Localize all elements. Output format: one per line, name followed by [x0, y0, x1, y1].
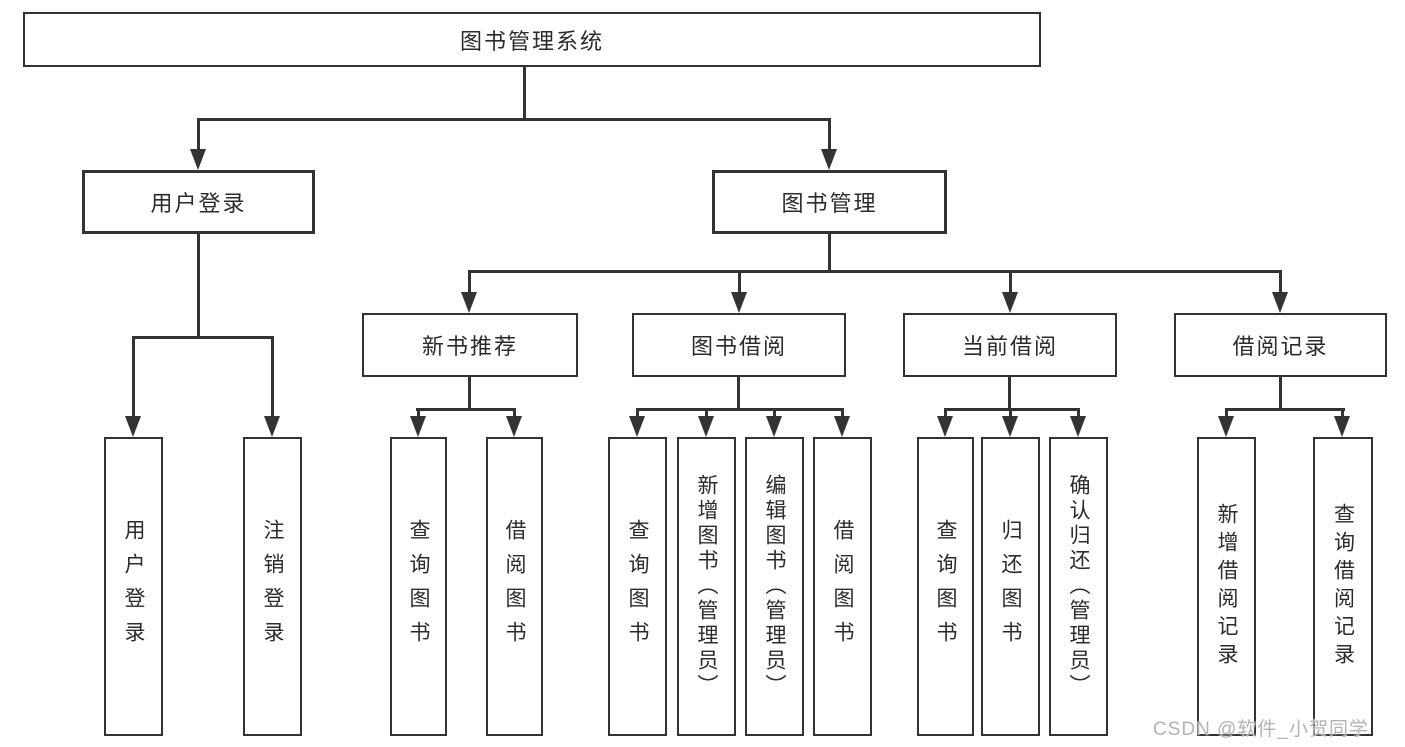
leaf-g4-query-borrow-record-label: 查询借阅记录 — [1331, 502, 1355, 671]
leaf-g1-query-book: 查询图书 — [390, 437, 447, 736]
arrowhead-down — [821, 149, 837, 170]
node-book-borrow-label: 图书借阅 — [690, 334, 787, 359]
arrowhead-down — [766, 416, 782, 437]
connector-g4-hline — [1225, 408, 1345, 411]
leaf-g2-edit-book-admin: 编辑图书（管理员） — [745, 437, 804, 736]
arrowhead-down — [1002, 416, 1018, 437]
connector-user-leaf1-shaft — [132, 336, 135, 416]
leaf-user-login: 用户登录 — [104, 437, 163, 736]
arrowhead-down — [410, 416, 426, 437]
connector-g1-leaf2-shaft — [513, 408, 516, 417]
connector-user-vline — [197, 234, 200, 336]
connector-g4-leaf2-shaft — [1341, 408, 1344, 417]
node-book-management-branch: 图书管理 — [712, 170, 947, 234]
connector-g2-leaf1-shaft — [636, 408, 639, 417]
connector-root-right-shaft — [828, 118, 831, 150]
connector-g2-leaf3-shaft — [773, 408, 776, 417]
connector-g1-vline — [468, 377, 471, 410]
connector-g2-leaf4-shaft — [841, 408, 844, 417]
leaf-g1-borrow-book: 借阅图书 — [486, 437, 543, 736]
connector-group2-shaft — [738, 270, 741, 293]
connector-g3-leaf1-shaft — [944, 408, 947, 417]
connector-g3-leaf3-shaft — [1077, 408, 1080, 417]
node-borrow-record-label: 借阅记录 — [1232, 334, 1329, 359]
node-current-borrow-label: 当前借阅 — [961, 334, 1058, 359]
leaf-g3-query-book-label: 查询图书 — [934, 518, 957, 655]
connector-user-leaf2-shaft — [271, 336, 274, 416]
node-book-borrow: 图书借阅 — [632, 313, 846, 377]
connector-g2-hline — [636, 408, 844, 411]
arrowhead-down — [731, 292, 747, 313]
connector-root-vline — [523, 67, 526, 118]
arrowhead-down — [834, 416, 850, 437]
leaf-user-login-label: 用户登录 — [122, 518, 145, 655]
arrowhead-down — [698, 416, 714, 437]
leaf-g3-confirm-return-admin: 确认归还（管理员） — [1049, 437, 1108, 736]
arrowhead-down — [1272, 292, 1288, 313]
arrowhead-down — [1002, 292, 1018, 313]
leaf-g1-query-book-label: 查询图书 — [407, 518, 430, 655]
connector-root-hline — [197, 118, 831, 121]
connector-g3-leaf2-shaft — [1009, 408, 1012, 417]
leaf-logout-label: 注销登录 — [261, 518, 284, 655]
connector-book-vline — [828, 234, 831, 272]
csdn-watermark: CSDN @软件_小贺同学 — [1153, 719, 1369, 740]
leaf-g2-borrow-book-label: 借阅图书 — [831, 518, 854, 655]
connector-g2-vline — [737, 377, 740, 410]
arrowhead-down — [1070, 416, 1086, 437]
leaf-g2-edit-book-admin-label: 编辑图书（管理员） — [763, 474, 786, 699]
node-new-book-recommend-label: 新书推荐 — [421, 334, 518, 359]
connector-g3-hline — [944, 408, 1080, 411]
connector-g2-leaf2-shaft — [705, 408, 708, 417]
leaf-g4-add-borrow-record: 新增借阅记录 — [1197, 437, 1256, 736]
connector-user-hline — [132, 336, 274, 339]
arrowhead-down — [937, 416, 953, 437]
arrowhead-down — [1218, 416, 1234, 437]
arrowhead-down — [125, 416, 141, 437]
leaf-g2-query-book: 查询图书 — [608, 437, 667, 736]
node-user-login-branch: 用户登录 — [82, 170, 315, 234]
connector-group4-shaft — [1279, 270, 1282, 293]
node-root: 图书管理系统 — [23, 12, 1041, 67]
leaf-g3-confirm-return-admin-label: 确认归还（管理员） — [1067, 474, 1090, 699]
leaf-g2-query-book-label: 查询图书 — [626, 518, 649, 655]
node-book-management-branch-label: 图书管理 — [781, 191, 878, 216]
arrowhead-down — [629, 416, 645, 437]
connector-g4-leaf1-shaft — [1225, 408, 1228, 417]
connector-g4-vline — [1279, 377, 1282, 410]
leaf-g3-return-book: 归还图书 — [981, 437, 1040, 736]
connector-group1-shaft — [468, 270, 471, 293]
leaf-g3-return-book-label: 归还图书 — [999, 518, 1022, 655]
connector-group3-shaft — [1009, 270, 1012, 293]
node-borrow-record: 借阅记录 — [1174, 313, 1387, 377]
node-current-borrow: 当前借阅 — [903, 313, 1117, 377]
leaf-g2-add-book-admin: 新增图书（管理员） — [677, 437, 736, 736]
arrowhead-down — [461, 292, 477, 313]
arrowhead-down — [264, 416, 280, 437]
leaf-logout: 注销登录 — [243, 437, 302, 736]
node-new-book-recommend: 新书推荐 — [362, 313, 578, 377]
leaf-g4-query-borrow-record: 查询借阅记录 — [1313, 437, 1373, 736]
leaf-g2-borrow-book: 借阅图书 — [813, 437, 872, 736]
connector-book-hline — [468, 270, 1282, 273]
connector-g1-hline — [416, 408, 516, 411]
arrowhead-down — [190, 149, 206, 170]
arrowhead-down — [506, 416, 522, 437]
connector-g1-leaf1-shaft — [417, 408, 420, 417]
node-user-login-branch-label: 用户登录 — [150, 191, 247, 216]
leaf-g3-query-book: 查询图书 — [917, 437, 974, 736]
leaf-g1-borrow-book-label: 借阅图书 — [503, 518, 526, 655]
node-root-label: 图书管理系统 — [459, 28, 604, 54]
arrowhead-down — [1334, 416, 1350, 437]
connector-root-left-shaft — [197, 118, 200, 150]
leaf-g2-add-book-admin-label: 新增图书（管理员） — [695, 474, 718, 699]
connector-g3-vline — [1008, 377, 1011, 410]
leaf-g4-add-borrow-record-label: 新增借阅记录 — [1215, 502, 1238, 671]
